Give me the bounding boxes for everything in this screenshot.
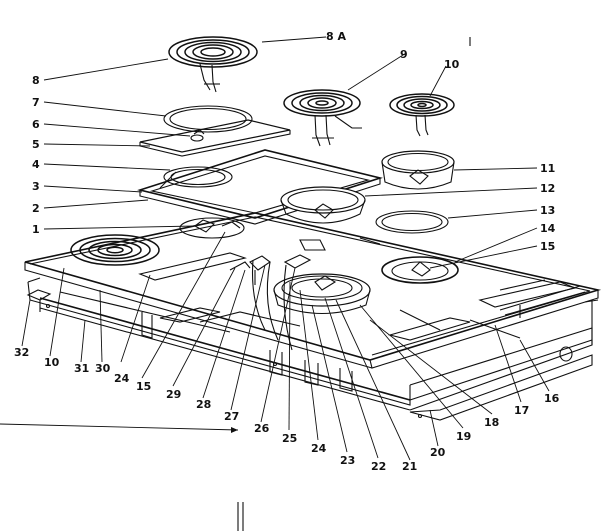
callout-32: 32 xyxy=(14,346,29,359)
callout-29: 29 xyxy=(166,388,181,401)
surface-element-large xyxy=(168,36,258,93)
panel-plate xyxy=(139,119,291,157)
callout-9: 9 xyxy=(400,48,408,61)
drip-pan-deep xyxy=(381,150,455,190)
callout-31: 31 xyxy=(74,362,89,375)
cooktop-housing xyxy=(26,259,599,421)
leader-lines xyxy=(21,36,550,461)
right-opening xyxy=(381,256,459,284)
installed-coil-element-left xyxy=(70,234,160,266)
callout-24-center: 24 xyxy=(311,442,327,455)
edge-mark-bottom xyxy=(237,502,244,531)
callout-23: 23 xyxy=(340,454,355,467)
callout-10-top: 10 xyxy=(444,58,460,71)
callout-20: 20 xyxy=(430,446,446,459)
callout-8: 8 xyxy=(32,74,40,87)
callout-7: 7 xyxy=(32,96,40,109)
callout-24-left: 24 xyxy=(114,372,130,385)
surface-element-small xyxy=(389,93,455,137)
receptacle-brackets xyxy=(229,237,381,285)
arrow-head xyxy=(231,427,238,433)
callout-22: 22 xyxy=(371,460,386,473)
surface-element-medium xyxy=(283,89,362,147)
callout-14: 14 xyxy=(540,222,556,235)
callout-8a: 8 A xyxy=(326,30,346,43)
callout-15-right: 15 xyxy=(540,240,555,253)
callout-19: 19 xyxy=(456,430,471,443)
trim-ring-top xyxy=(163,105,253,133)
callout-17: 17 xyxy=(514,404,529,417)
callout-18: 18 xyxy=(484,416,499,429)
callout-4: 4 xyxy=(32,158,40,171)
callout-13: 13 xyxy=(540,204,555,217)
callout-2: 2 xyxy=(32,202,40,215)
callout-labels: 8 8 A 7 6 5 4 3 2 1 9 10 11 12 13 14 15 … xyxy=(14,30,560,473)
callout-11: 11 xyxy=(540,162,555,175)
top-frame xyxy=(137,149,383,225)
callout-3: 3 xyxy=(32,180,40,193)
trim-ring-right xyxy=(375,210,449,234)
callout-21: 21 xyxy=(402,460,417,473)
rear-opening xyxy=(179,217,245,239)
callout-30: 30 xyxy=(95,362,111,375)
callout-25: 25 xyxy=(282,432,297,445)
callout-5: 5 xyxy=(32,138,40,151)
callout-16: 16 xyxy=(544,392,560,405)
callout-1: 1 xyxy=(32,223,40,236)
callout-12: 12 xyxy=(540,182,555,195)
callout-26: 26 xyxy=(254,422,270,435)
drip-pan-shallow xyxy=(280,186,366,224)
cooktop-main-top xyxy=(24,212,602,369)
callout-28: 28 xyxy=(196,398,211,411)
arrow-line xyxy=(0,423,239,431)
callout-15-left: 15 xyxy=(136,380,151,393)
center-drip-pan xyxy=(273,273,371,315)
callout-27: 27 xyxy=(224,410,239,423)
callout-10-bottom: 10 xyxy=(44,356,60,369)
callout-6: 6 xyxy=(32,118,40,131)
